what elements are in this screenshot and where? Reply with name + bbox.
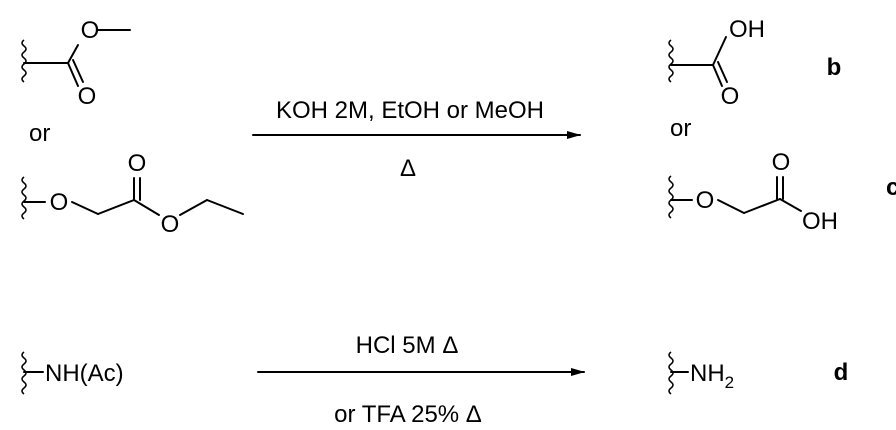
carboxylic-acid-structure: OH O — [668, 16, 765, 110]
amine-subscript: 2 — [725, 373, 734, 392]
compound-label-d: d — [834, 359, 849, 386]
attachment-squiggle — [668, 175, 674, 219]
ether-acid-structure: O O OH — [668, 149, 838, 235]
attachment-squiggle — [21, 176, 27, 220]
or-separator-reactants: or — [29, 120, 50, 147]
ethyl-ester-structure: O O O — [21, 150, 244, 238]
atom-o: O — [78, 83, 97, 110]
atom-o: O — [128, 150, 147, 177]
compound-label-c: c — [886, 174, 896, 201]
atom-o: O — [50, 189, 69, 216]
conditions-hcl: HCl 5M Δ — [356, 332, 459, 359]
acetamide-structure: NH(Ac) — [21, 351, 124, 395]
acetamido-group: NH(Ac) — [45, 360, 124, 387]
atom-o: O — [81, 17, 100, 44]
amine-nh: NH — [690, 360, 725, 387]
methyl-ester-structure: O O — [21, 17, 131, 110]
heat-symbol: Δ — [400, 155, 416, 182]
atom-o: O — [721, 83, 740, 110]
atom-oh: OH — [802, 208, 838, 235]
conditions-saponification: KOH 2M, EtOH or MeOH — [276, 97, 544, 124]
or-separator-products: or — [670, 115, 691, 142]
amine-structure: NH2 — [668, 351, 734, 395]
compound-label-b: b — [827, 54, 842, 81]
amine-group: NH2 — [690, 360, 734, 392]
attachment-squiggle — [668, 39, 674, 83]
atom-o: O — [161, 211, 180, 238]
conditions-tfa: or TFA 25% Δ — [334, 401, 482, 428]
atom-oh: OH — [729, 16, 765, 43]
attachment-squiggle — [21, 39, 27, 83]
atom-o: O — [696, 187, 715, 214]
atom-o: O — [772, 149, 791, 176]
